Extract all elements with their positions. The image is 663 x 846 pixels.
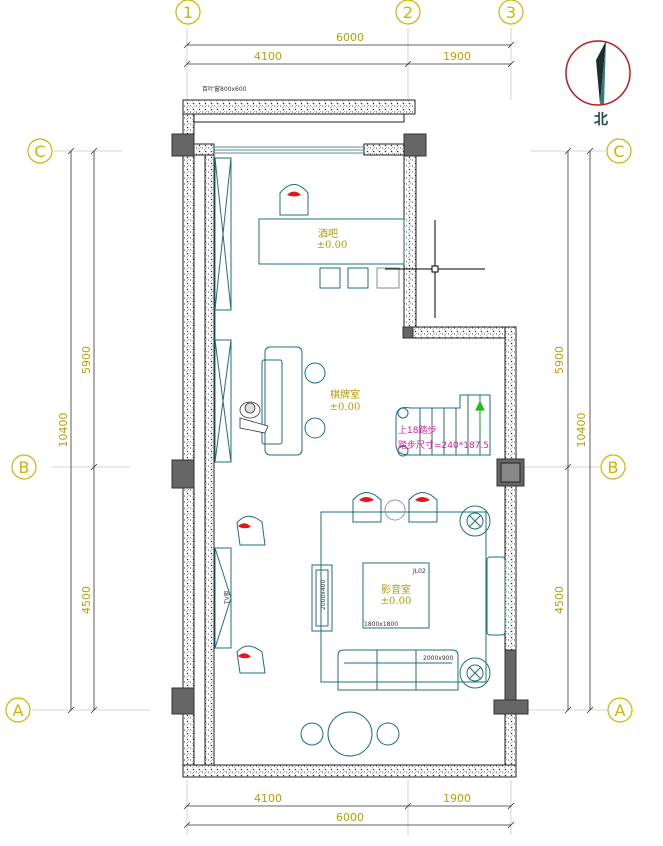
dimension-bottom bbox=[183, 802, 515, 829]
axis-bubble-b-right: B bbox=[600, 454, 626, 480]
svg-text:C: C bbox=[34, 142, 45, 161]
window bbox=[214, 146, 364, 154]
dim-left-upper: 5900 bbox=[80, 346, 93, 374]
chess-stools bbox=[304, 362, 326, 439]
bar-counter bbox=[258, 218, 405, 265]
north-arrow: 北 bbox=[565, 40, 631, 128]
room-level-av: ±0.00 bbox=[381, 596, 412, 607]
av-coffee-table bbox=[362, 562, 430, 629]
walls bbox=[182, 99, 517, 778]
chess-table-sofa bbox=[261, 346, 303, 456]
dim-top-total: 6000 bbox=[336, 31, 364, 44]
round-table-set bbox=[300, 711, 400, 757]
north-label: 北 bbox=[594, 112, 608, 128]
note-tvcab: TV柜 bbox=[223, 590, 231, 605]
dim-bottom-left: 4100 bbox=[254, 792, 282, 805]
svg-text:1: 1 bbox=[183, 3, 193, 22]
dim-left-lower: 4500 bbox=[80, 586, 93, 614]
svg-text:C: C bbox=[613, 142, 624, 161]
window-label: 百叶窗800x600 bbox=[202, 85, 247, 93]
room-label-bar: 酒吧 bbox=[318, 228, 338, 240]
axis-bubble-a-left: A bbox=[5, 697, 31, 723]
structural-columns bbox=[171, 133, 529, 715]
room-label-av: 影音室 bbox=[381, 583, 411, 596]
tag-label: JL02 bbox=[412, 568, 426, 575]
av-sofa bbox=[337, 649, 459, 691]
stair-label-2: 踏步尺寸=240*187.5 bbox=[398, 439, 489, 451]
svg-text:A: A bbox=[615, 701, 626, 720]
axis-bubble-c-left: C bbox=[27, 138, 53, 164]
dim-bottom-total: 6000 bbox=[336, 811, 364, 824]
axis-bubble-1: 1 bbox=[175, 0, 201, 25]
dim-top-right: 1900 bbox=[443, 50, 471, 63]
svg-text:A: A bbox=[13, 701, 24, 720]
note-av: 1800x1800 bbox=[364, 621, 398, 628]
bar-chair bbox=[279, 184, 309, 216]
dim-right-total: 10400 bbox=[575, 413, 588, 448]
axis-grid bbox=[32, 28, 608, 835]
svg-text:2: 2 bbox=[403, 3, 413, 22]
dimension-top bbox=[183, 41, 515, 68]
person-figure bbox=[239, 401, 269, 434]
axis-bubble-a-right: A bbox=[607, 697, 633, 723]
svg-text:3: 3 bbox=[506, 3, 516, 22]
dimension-left bbox=[67, 147, 98, 714]
bar-stools bbox=[319, 267, 400, 289]
dim-bottom-right: 1900 bbox=[443, 792, 471, 805]
svg-text:B: B bbox=[608, 458, 619, 477]
axis-bubble-b-left: B bbox=[11, 454, 37, 480]
tv-cabinet bbox=[311, 564, 333, 632]
av-lamps bbox=[459, 505, 491, 689]
av-armchairs bbox=[352, 492, 438, 523]
wall-cabinet bbox=[214, 157, 232, 463]
axis-bubble-2: 2 bbox=[395, 0, 421, 25]
note-sofa: 2000x900 bbox=[423, 655, 453, 662]
room-level-bar: ±0.00 bbox=[317, 240, 348, 251]
svg-text:B: B bbox=[19, 458, 30, 477]
axis-bubble-c-right: C bbox=[606, 138, 632, 164]
dim-right-upper: 5900 bbox=[553, 346, 566, 374]
dim-top-left: 4100 bbox=[254, 50, 282, 63]
stair-direction-arrow bbox=[475, 400, 485, 430]
column-core bbox=[500, 462, 521, 483]
room-level-chess: ±0.00 bbox=[330, 402, 361, 413]
dim-right-lower: 4500 bbox=[553, 586, 566, 614]
cursor-crosshair bbox=[385, 220, 485, 318]
dim-left-total: 10400 bbox=[57, 413, 70, 448]
note-tv: 2000x400 bbox=[320, 580, 327, 610]
left-armchairs bbox=[236, 515, 266, 674]
av-side-table bbox=[486, 556, 506, 636]
av-rug bbox=[320, 511, 487, 683]
left-wall-unit bbox=[214, 547, 232, 649]
room-label-chess: 棋牌室 bbox=[330, 388, 360, 401]
axis-bubble-3: 3 bbox=[498, 0, 524, 25]
dimension-right bbox=[564, 147, 594, 714]
stair-label-1: 上18踏步 bbox=[398, 424, 436, 436]
